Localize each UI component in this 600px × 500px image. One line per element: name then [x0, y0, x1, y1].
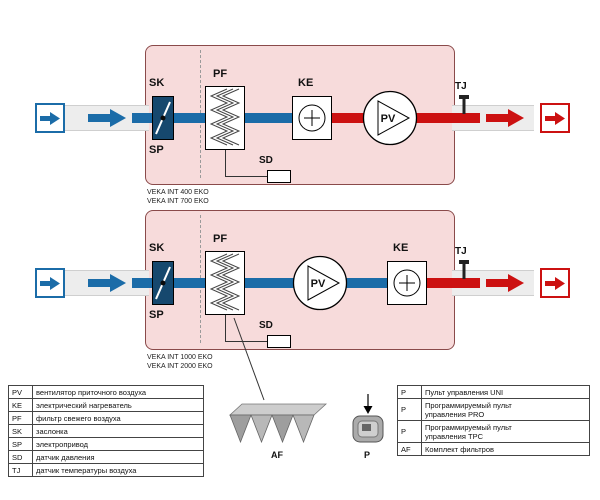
unit1-fan-icon: PV [362, 90, 418, 146]
legend-desc: заслонка [32, 424, 204, 438]
unit1-outlet-box [540, 103, 570, 133]
unit2-cold-air-duct [132, 278, 407, 288]
unit1-damper-label: SK [149, 77, 165, 89]
unit2-damper-icon [152, 261, 174, 305]
unit2-sd-link-line [225, 315, 267, 342]
unit1-pressure-sensor-label: SD [259, 155, 273, 166]
legend-abbr: PF [8, 411, 33, 425]
unit1-actuator-label: SP [149, 144, 164, 156]
outlet-arrow-icon [545, 111, 565, 125]
unit1-damper-icon [152, 96, 174, 140]
unit1-exhaust-flow-arrow-icon [486, 109, 524, 127]
legend-desc: датчик температуры воздуха [32, 463, 204, 477]
unit2-intake-box [35, 268, 65, 298]
unit2-damper-label: SK [149, 242, 165, 254]
legend-abbr: SK [8, 424, 33, 438]
control-panel-label: P [364, 450, 371, 460]
unit1-filter-label: PF [213, 68, 228, 80]
legend-desc: Программируемый пульт управления PRO [421, 398, 590, 421]
unit2-fan-label: PV [311, 278, 326, 290]
legend-desc: электропривод [32, 437, 204, 451]
unit1-heater-label: KE [298, 77, 314, 89]
unit2-heater-icon [387, 261, 427, 305]
legend-desc: электрический нагреватель [32, 398, 204, 412]
legend-abbr: P [397, 385, 422, 399]
unit1-temp-sensor-label: TJ [455, 81, 467, 92]
unit1-fan-label: PV [381, 113, 396, 125]
legend-desc: фильтр свежего воздуха [32, 411, 204, 425]
model-line: VEKA INT 400 EKO [147, 189, 209, 196]
legend-abbr: TJ [8, 463, 33, 477]
model-line: VEKA INT 1000 EKO [147, 354, 213, 361]
intake-arrow-icon [40, 276, 60, 290]
legend-abbr: KE [8, 398, 33, 412]
legend-desc: Программируемый пульт управления TPC [421, 420, 590, 443]
unit2-heater-label: KE [393, 242, 409, 254]
unit2-supply-flow-arrow-icon [88, 274, 126, 292]
legend-desc: Пульт управления UNI [421, 385, 590, 399]
unit2-pressure-sensor-label: SD [259, 320, 273, 331]
legend-abbr: AF [397, 442, 422, 456]
control-panel-illustration [352, 394, 384, 443]
unit2-exhaust-flow-arrow-icon [486, 274, 524, 292]
unit2-models: VEKA INT 1000 EKO VEKA INT 2000 EKO [147, 353, 213, 371]
legend-abbr: P [397, 420, 422, 443]
model-line: VEKA INT 2000 EKO [147, 363, 213, 371]
unit2-pressure-sensor-icon [267, 335, 291, 348]
filter-kit-illustration [228, 403, 328, 444]
legend-abbr: PV [8, 385, 33, 399]
unit1-filter-icon [205, 86, 245, 150]
unit2-warm-air-duct [407, 278, 480, 288]
unit2-fan-icon: PV [292, 255, 348, 311]
legend-desc: датчик давления [32, 450, 204, 464]
filter-kit-label: AF [271, 450, 283, 460]
unit1-temp-sensor-icon [459, 95, 469, 114]
legend-desc: вентилятор приточного воздуха [32, 385, 204, 399]
unit1-models: VEKA INT 400 EKO VEKA INT 700 EKO [147, 188, 209, 206]
legend-abbr: SD [8, 450, 33, 464]
unit2-filter-label: PF [213, 233, 228, 245]
filter-pointer-line [233, 317, 265, 401]
unit1-pressure-sensor-icon [267, 170, 291, 183]
unit2-filter-icon [205, 251, 245, 315]
unit1-supply-flow-arrow-icon [88, 109, 126, 127]
unit1-sd-link-line [225, 150, 267, 177]
unit2-actuator-label: SP [149, 309, 164, 321]
unit1-intake-box [35, 103, 65, 133]
legend-abbr: SP [8, 437, 33, 451]
outlet-arrow-icon [545, 276, 565, 290]
legend-abbr: P [397, 398, 422, 421]
unit1-heater-icon [292, 96, 332, 140]
model-line: VEKA INT 700 EKO [147, 198, 209, 206]
unit2-temp-sensor-label: TJ [455, 246, 467, 257]
unit2-temp-sensor-icon [459, 260, 469, 279]
unit2-outlet-box [540, 268, 570, 298]
intake-arrow-icon [40, 111, 60, 125]
legend-desc: Комплект фильтров [421, 442, 590, 456]
